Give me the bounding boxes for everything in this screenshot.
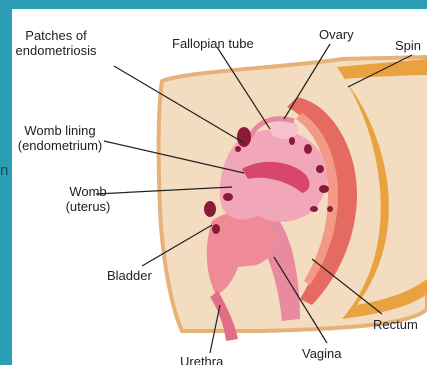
label-womb-line1: Womb xyxy=(58,184,118,199)
label-patches-line1: Patches of xyxy=(12,28,100,43)
label-ovary: Ovary xyxy=(319,27,354,42)
background-text-fragment: n xyxy=(0,160,12,182)
label-womb-lining: Womb lining (endometrium) xyxy=(12,123,108,153)
label-bladder: Bladder xyxy=(107,268,152,283)
label-spine: Spin xyxy=(395,38,421,53)
label-womb-lining-line2: (endometrium) xyxy=(12,138,108,153)
label-womb-line2: (uterus) xyxy=(58,199,118,214)
label-rectum: Rectum xyxy=(373,317,418,332)
label-patches-line2: endometriosis xyxy=(12,43,100,58)
label-womb-lining-line1: Womb lining xyxy=(12,123,108,138)
label-vagina: Vagina xyxy=(302,346,342,361)
label-womb: Womb (uterus) xyxy=(58,184,118,214)
ovary-shape xyxy=(270,119,298,139)
label-urethra: Urethra xyxy=(180,354,223,365)
label-patches: Patches of endometriosis xyxy=(12,28,100,58)
anatomy-diagram: Patches of endometriosis Fallopian tube … xyxy=(12,9,427,365)
label-fallopian-tube: Fallopian tube xyxy=(172,36,254,51)
